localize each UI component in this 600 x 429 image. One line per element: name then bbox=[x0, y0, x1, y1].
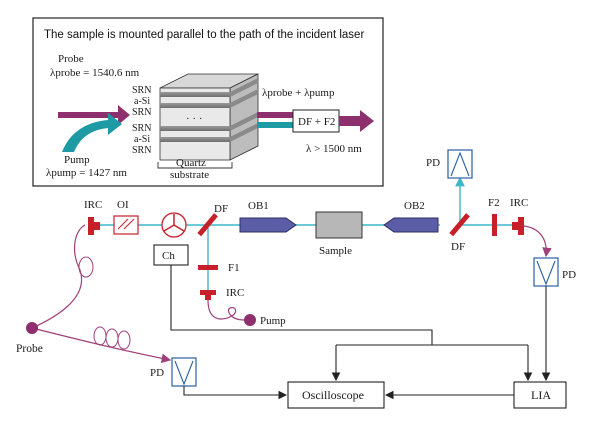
ch-label: Ch bbox=[162, 250, 175, 262]
lia-label: LIA bbox=[531, 388, 551, 402]
df-right-label: DF bbox=[451, 241, 465, 253]
probe-laser-source bbox=[26, 322, 38, 334]
inset-caption: The sample is mounted parallel to the pa… bbox=[44, 29, 364, 41]
f1-label: F1 bbox=[228, 262, 240, 274]
pd-left-label: PD bbox=[150, 367, 164, 379]
ob2-label: OB2 bbox=[404, 200, 425, 212]
irc-right-label: IRC bbox=[510, 197, 528, 209]
layer-ellipsis: · · · bbox=[186, 113, 203, 125]
lia-box bbox=[513, 381, 567, 409]
chopper-ref-wire bbox=[170, 265, 433, 345]
layer-stack: · · · bbox=[159, 73, 259, 161]
pump-laser-source bbox=[244, 314, 256, 326]
probe-tap-fiber bbox=[31, 327, 172, 364]
f2-label: F2 bbox=[488, 197, 500, 209]
chopper-icon bbox=[161, 212, 187, 238]
sample-label: Sample bbox=[319, 245, 352, 257]
layer-label: a-Si bbox=[134, 134, 150, 145]
dichroic-filter-left bbox=[197, 213, 218, 237]
irc-right-collimator bbox=[518, 217, 524, 235]
pump-source-label: Pump bbox=[260, 315, 286, 327]
pump-fiber bbox=[207, 299, 245, 321]
objective-ob1 bbox=[239, 217, 297, 233]
irc-mid-collimator bbox=[200, 290, 216, 295]
output-fiber bbox=[523, 225, 552, 258]
layer-label: SRN bbox=[132, 107, 151, 118]
objective-ob2 bbox=[383, 217, 439, 233]
pd-top-label: PD bbox=[426, 157, 440, 169]
combined-wavelength: λprobe + λpump bbox=[262, 87, 335, 99]
layer-label: SRN bbox=[132, 123, 151, 134]
pump-wavelength: λpump = 1427 nm bbox=[46, 167, 127, 179]
pd-right-label: PD bbox=[562, 269, 576, 281]
optical-isolator bbox=[113, 215, 139, 235]
probe-source-label: Probe bbox=[16, 343, 43, 355]
pump-arrow bbox=[62, 113, 122, 152]
fiber-coils bbox=[78, 256, 131, 350]
substrate-label-2: substrate bbox=[170, 169, 209, 181]
oscilloscope-label: Oscilloscope bbox=[302, 388, 364, 402]
substrate-label-1: Quartz bbox=[176, 157, 206, 169]
filter-box-label: DF + F2 bbox=[298, 116, 335, 128]
irc-left-collimator bbox=[88, 217, 94, 235]
output-wavelength: λ > 1500 nm bbox=[306, 143, 362, 155]
pd-left-to-oscilloscope bbox=[183, 386, 288, 400]
probe-label: Probe bbox=[58, 53, 84, 65]
filter-f1 bbox=[198, 265, 218, 270]
ob1-label: OB1 bbox=[248, 200, 269, 212]
sample-block bbox=[315, 211, 363, 239]
probe-arrow bbox=[58, 105, 130, 125]
oscilloscope-box bbox=[287, 381, 385, 409]
pump-label: Pump bbox=[64, 154, 90, 166]
inset-panel: The sample is mounted parallel to the pa… bbox=[32, 17, 384, 187]
irc-mid-label: IRC bbox=[226, 287, 244, 299]
layer-label: a-Si bbox=[134, 96, 150, 107]
layer-label: SRN bbox=[132, 145, 151, 156]
oi-label: OI bbox=[117, 199, 129, 211]
df-top-label: DF bbox=[214, 203, 228, 215]
filter-f2 bbox=[492, 214, 497, 236]
dichroic-filter-right bbox=[449, 213, 470, 237]
probe-wavelength: λprobe = 1540.6 nm bbox=[50, 67, 140, 79]
irc-left-label: IRC bbox=[84, 199, 102, 211]
probe-fiber bbox=[31, 224, 86, 329]
output-arrow bbox=[339, 110, 374, 132]
layer-label: SRN bbox=[132, 85, 151, 96]
